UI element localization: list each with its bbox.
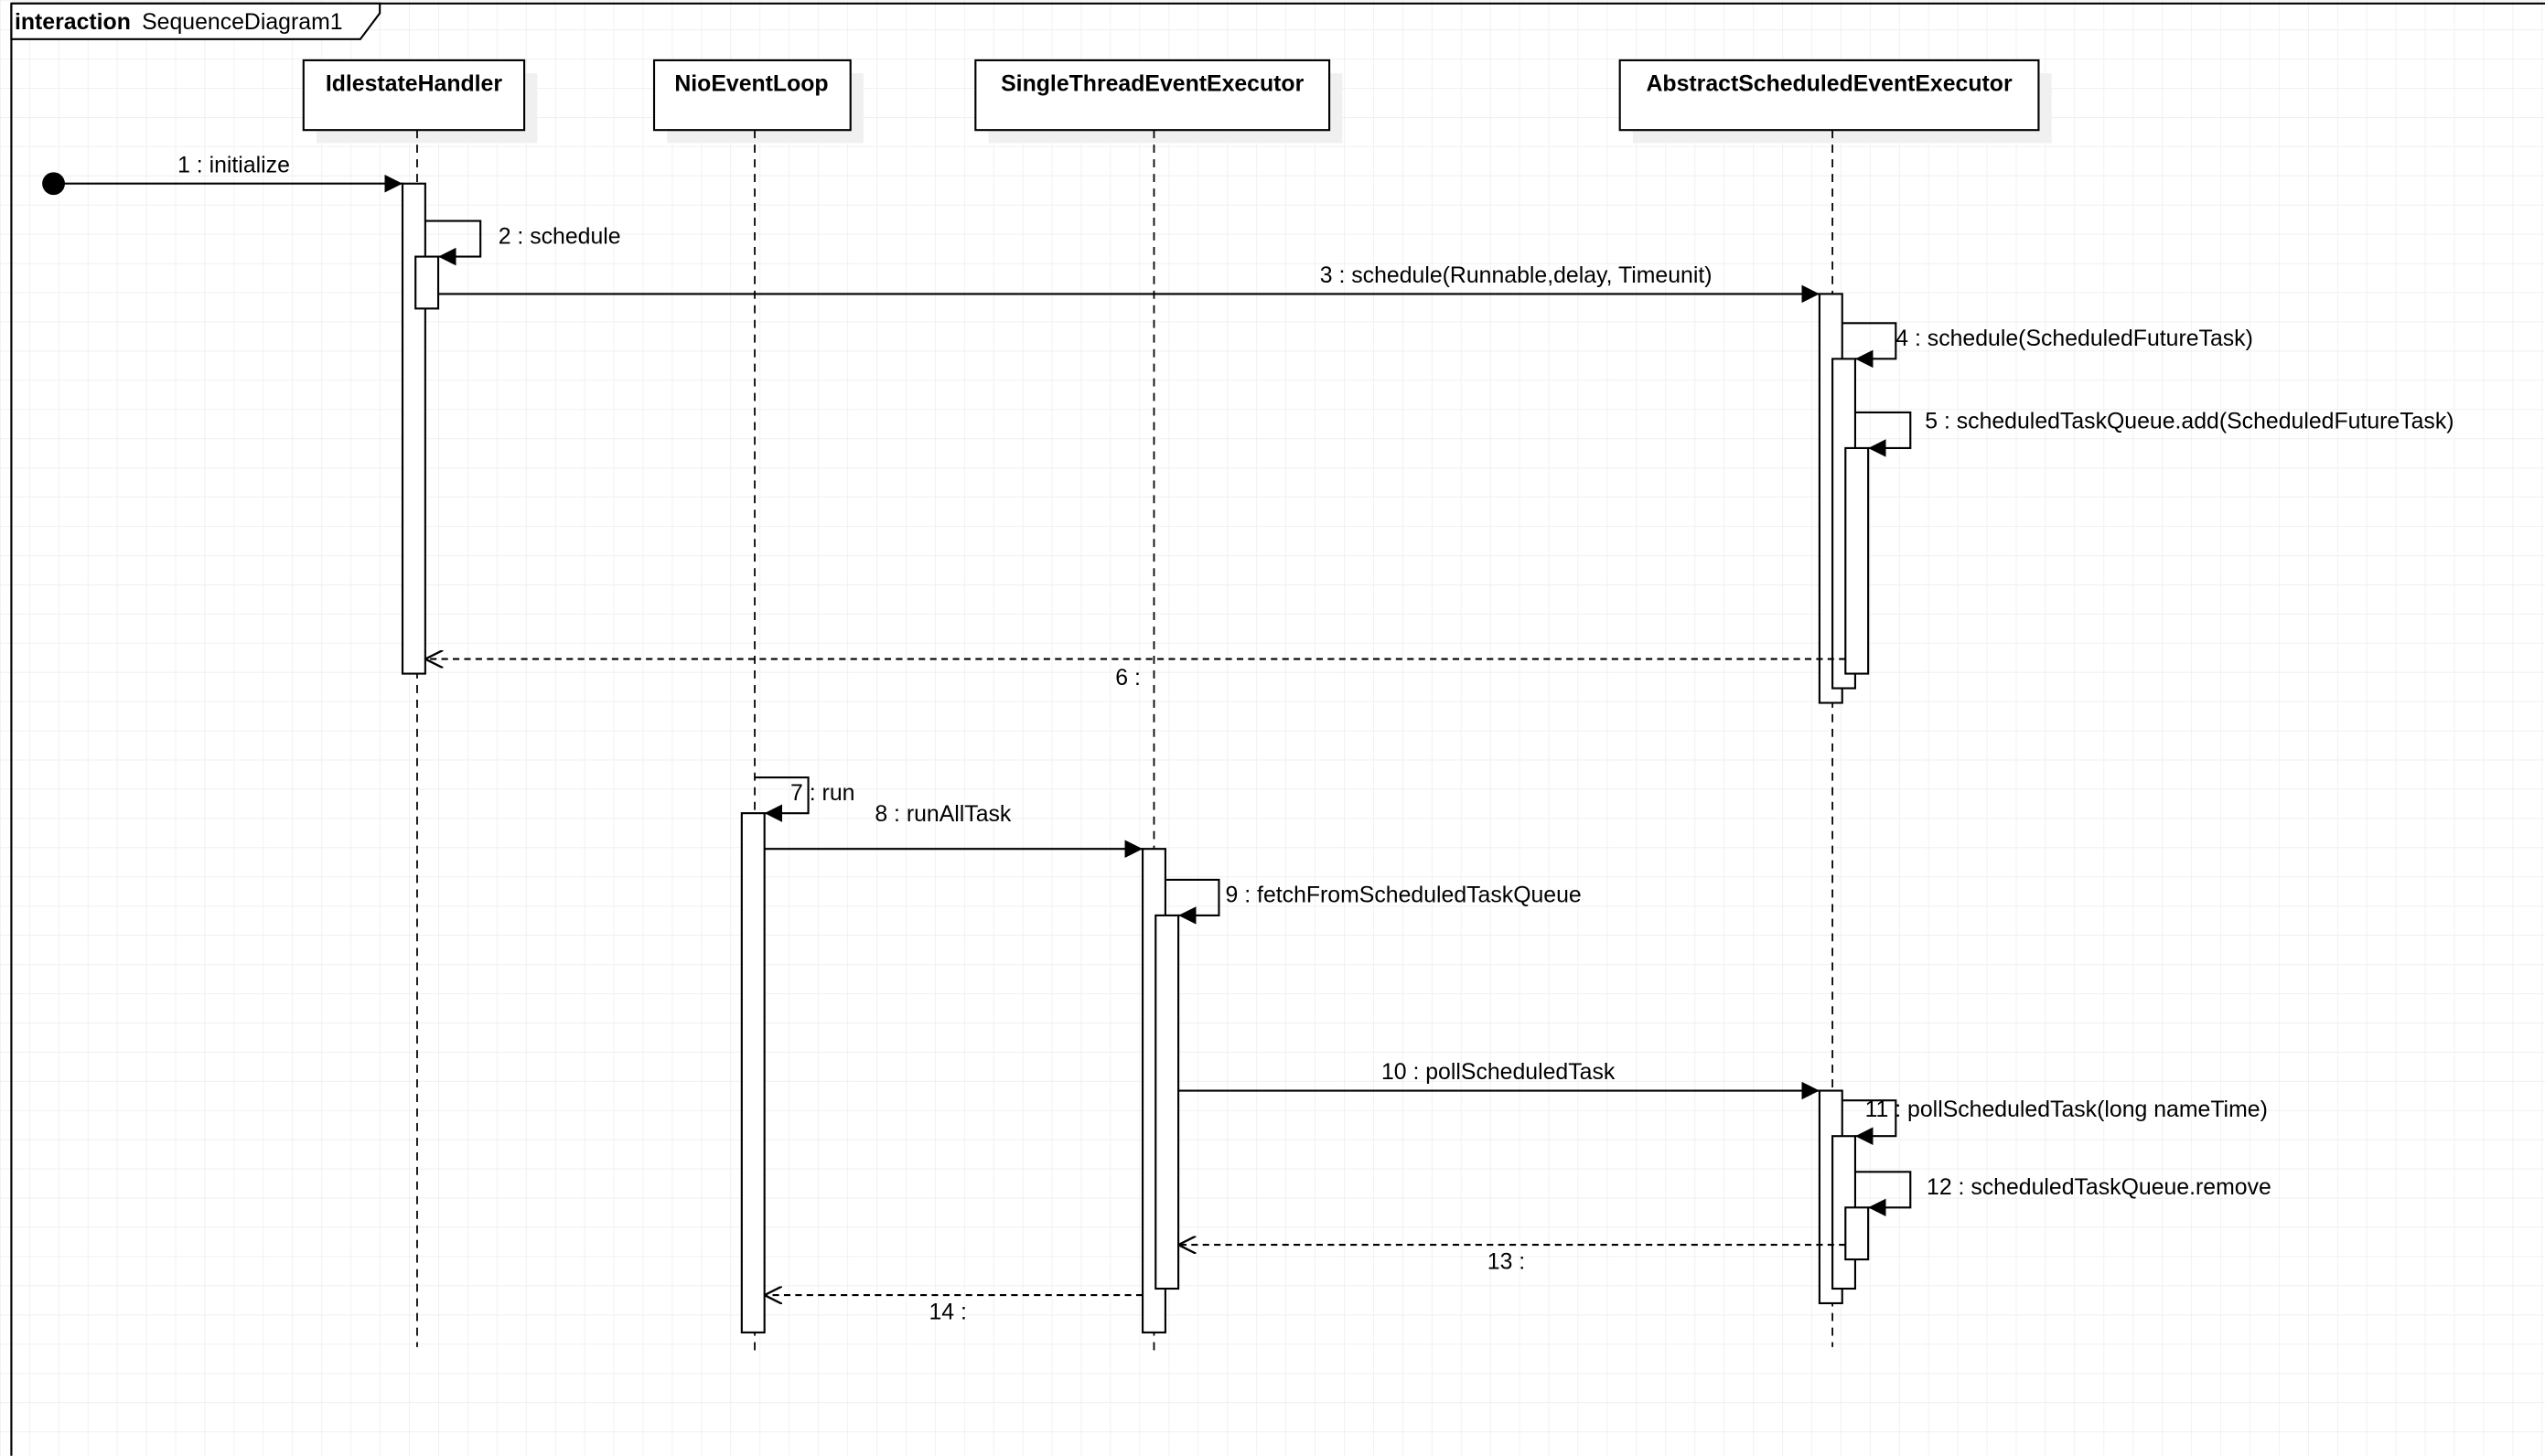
message-7-run[interactable]: 7 : run [755,776,854,822]
message-label: 1 : initialize [177,153,290,177]
activation-bar[interactable] [414,255,440,310]
message-10-poll[interactable]: 10 : pollScheduledTask [1178,1060,1820,1100]
message-5-queue-add[interactable]: 5 : scheduledTaskQueue.add(ScheduledFutu… [1854,410,2454,457]
lifeline-label: SingleThreadEventExecutor [1001,72,1304,97]
message-label: 5 : scheduledTaskQueue.add(ScheduledFutu… [1925,410,2454,434]
message-label: 8 : runAllTask [875,802,1012,827]
activation-bar[interactable] [1844,446,1870,675]
lifeline-abstractscheduledeventexecutor[interactable]: AbstractScheduledEventExecutor [1618,59,2052,1347]
message-label: 6 : [1115,666,1141,691]
message-11-poll-nametime[interactable]: 11 : pollScheduledTask(long nameTime) [1842,1097,2268,1145]
message-3-schedule[interactable]: 3 : schedule(Runnable,delay, Timeunit) [438,263,1820,304]
message-6-return[interactable]: 6 : [424,659,1846,691]
frame-name: SequenceDiagram1 [142,10,342,35]
message-label: 4 : schedule(ScheduledFutureTask) [1895,327,2253,351]
message-label: 14 : [929,1301,966,1325]
interaction-frame[interactable]: interaction SequenceDiagram1 [10,2,2545,1456]
message-label: 11 : pollScheduledTask(long nameTime) [1865,1097,2268,1122]
message-8-runalltask[interactable]: 8 : runAllTask [764,802,1144,858]
message-14-return[interactable]: 14 : [764,1295,1144,1325]
svg-text:interaction SequenceDiag: interaction SequenceDiagram1 [15,10,343,35]
lifeline-label: NioEventLoop [674,72,828,97]
message-13-return[interactable]: 13 : [1178,1245,1846,1275]
lifeline-singlethreadeventexecutor[interactable]: SingleThreadEventExecutor [974,59,1343,1357]
frame-keyword: interaction [15,10,131,35]
message-label: 3 : schedule(Runnable,delay, Timeunit) [1320,263,1713,288]
lifeline-label: AbstractScheduledEventExecutor [1647,72,2013,97]
activation-bar[interactable] [1154,914,1180,1290]
lifeline-nioeventloop[interactable]: NioEventLoop [652,59,864,1357]
message-label: 2 : schedule [499,224,621,249]
lifeline-idlestatehandler[interactable]: IdlestateHandler [302,59,538,1347]
message-4-schedule-task[interactable]: 4 : schedule(ScheduledFutureTask) [1842,322,2253,369]
lifeline-label: IdlestateHandler [326,72,503,97]
message-label: 13 : [1487,1250,1525,1275]
activation-bar[interactable] [740,812,766,1333]
message-label: 12 : scheduledTaskQueue.remove [1927,1175,2271,1200]
activation-bar[interactable] [1844,1206,1870,1261]
message-1-initialize[interactable]: 1 : initialize [42,153,403,196]
message-9-fetch[interactable]: 9 : fetchFromScheduledTaskQueue [1165,878,1582,925]
message-12-queue-remove[interactable]: 12 : scheduledTaskQueue.remove [1854,1171,2271,1217]
message-label: 10 : pollScheduledTask [1381,1060,1616,1085]
message-label: 7 : run [790,781,854,806]
message-2-schedule[interactable]: 2 : schedule [424,219,621,266]
message-label: 9 : fetchFromScheduledTaskQueue [1226,883,1582,908]
